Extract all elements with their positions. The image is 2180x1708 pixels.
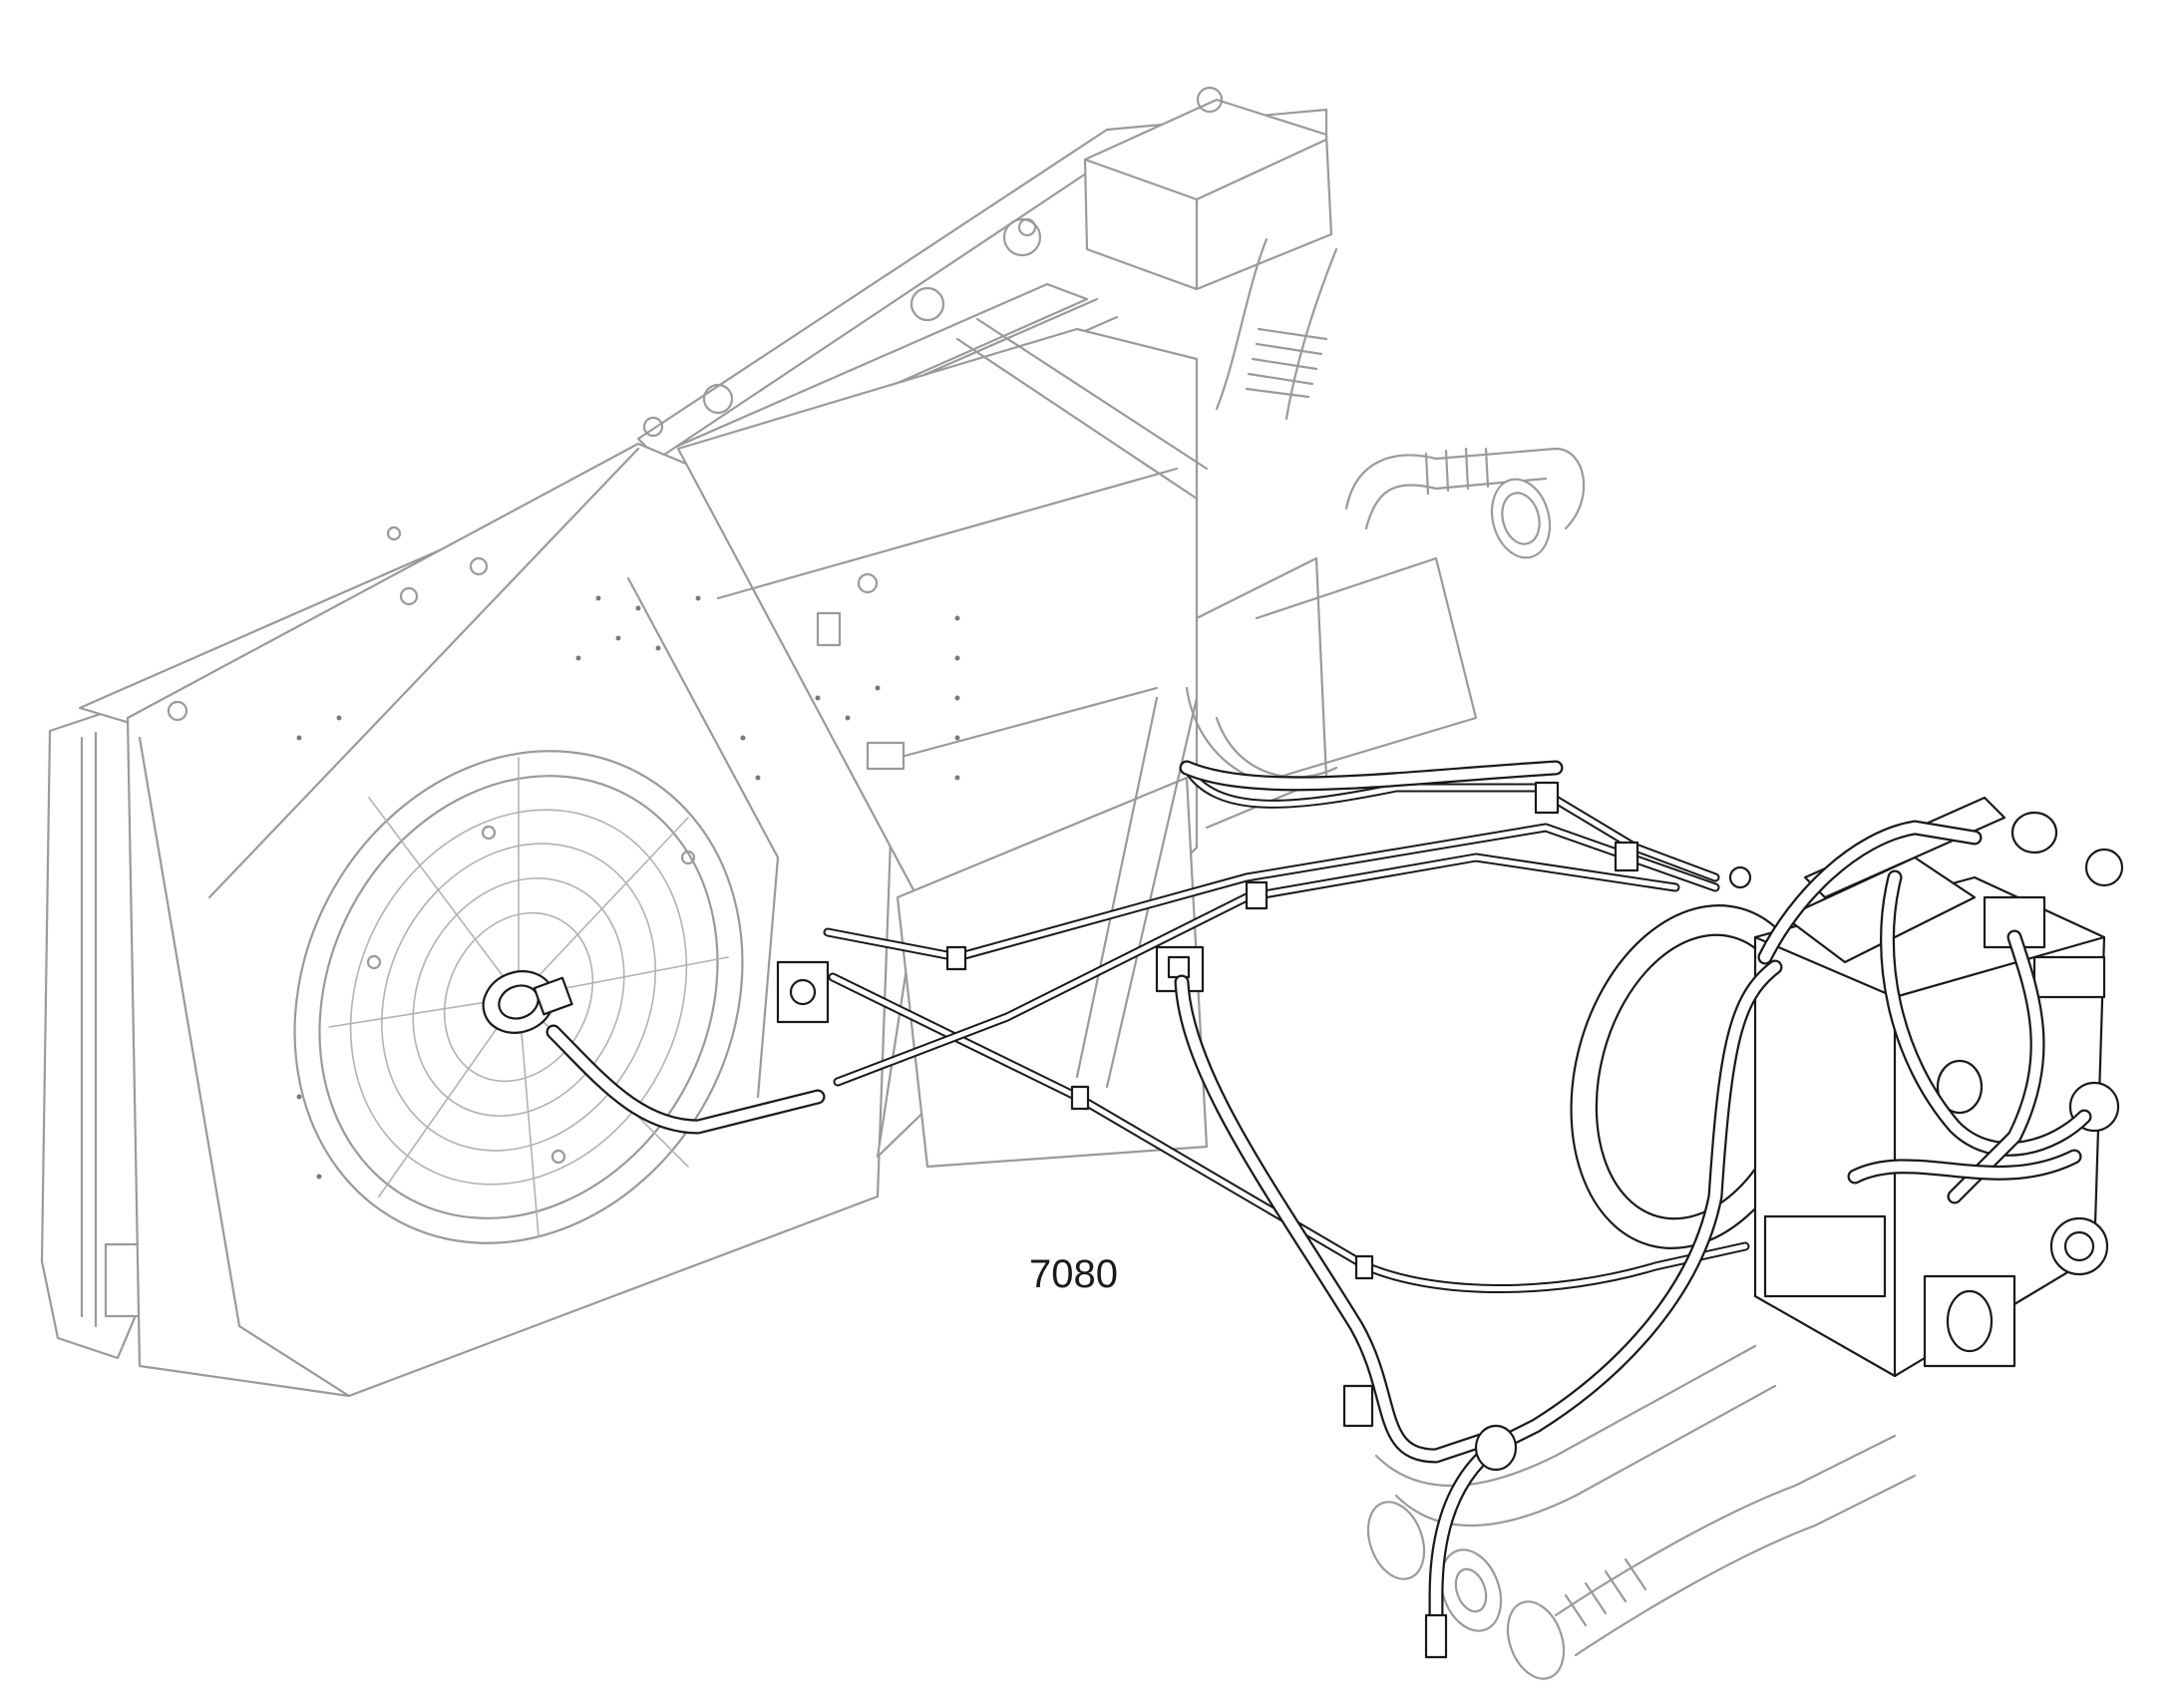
panel-rivets — [296, 595, 960, 1180]
fan-valve-block — [776, 960, 830, 1024]
hose-bracket — [1342, 1384, 1374, 1428]
fan-motor-hub — [482, 970, 573, 1034]
hydraulic-pump-assembly — [1570, 796, 2124, 1378]
bellows-corrugation — [1245, 327, 1328, 399]
frame-bolts — [167, 217, 1042, 722]
lower-duct-corrugation — [1564, 1557, 1647, 1627]
callout-7080: 7080 — [1029, 1252, 1118, 1296]
elbow-corrugation — [1424, 447, 1490, 496]
engine-air-intake-ducts — [955, 86, 1917, 1680]
hydraulic-hoses — [545, 760, 2092, 1659]
